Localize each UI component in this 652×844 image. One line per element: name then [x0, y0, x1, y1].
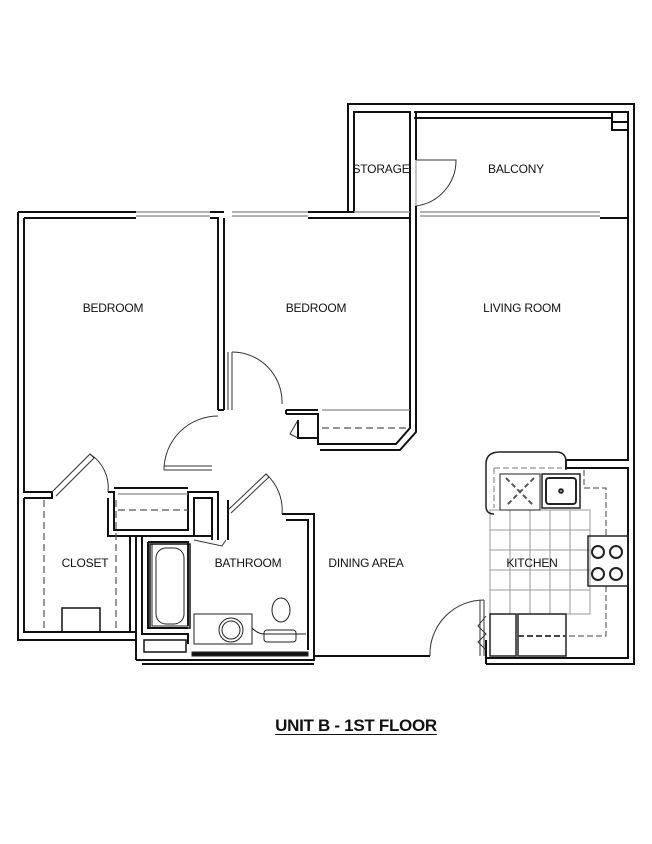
room-label-bathroom: BATHROOM	[214, 556, 282, 570]
room-label-living-room: LIVING ROOM	[483, 301, 561, 315]
doors	[51, 159, 487, 657]
room-label-storage: STORAGE	[352, 162, 410, 176]
closet-rods	[43, 427, 410, 632]
interior-walls	[24, 218, 487, 658]
room-label-kitchen: KITCHEN	[506, 556, 558, 570]
balcony-post	[611, 111, 629, 123]
room-label-bedroom-2: BEDROOM	[285, 301, 347, 315]
floor-plan-title: UNIT B - 1ST FLOOR	[275, 716, 437, 735]
shelf-lines	[118, 409, 410, 495]
kitchen-fixtures	[485, 451, 629, 657]
exterior-walls	[17, 103, 635, 665]
closet-shelf	[61, 607, 101, 633]
room-label-bedroom-1: BEDROOM	[82, 301, 144, 315]
bathroom-fixtures	[143, 543, 309, 657]
room-label-dining-area: DINING AREA	[328, 556, 404, 570]
windows	[136, 211, 600, 217]
room-label-closet: CLOSET	[61, 556, 109, 570]
room-label-balcony: BALCONY	[488, 162, 544, 176]
